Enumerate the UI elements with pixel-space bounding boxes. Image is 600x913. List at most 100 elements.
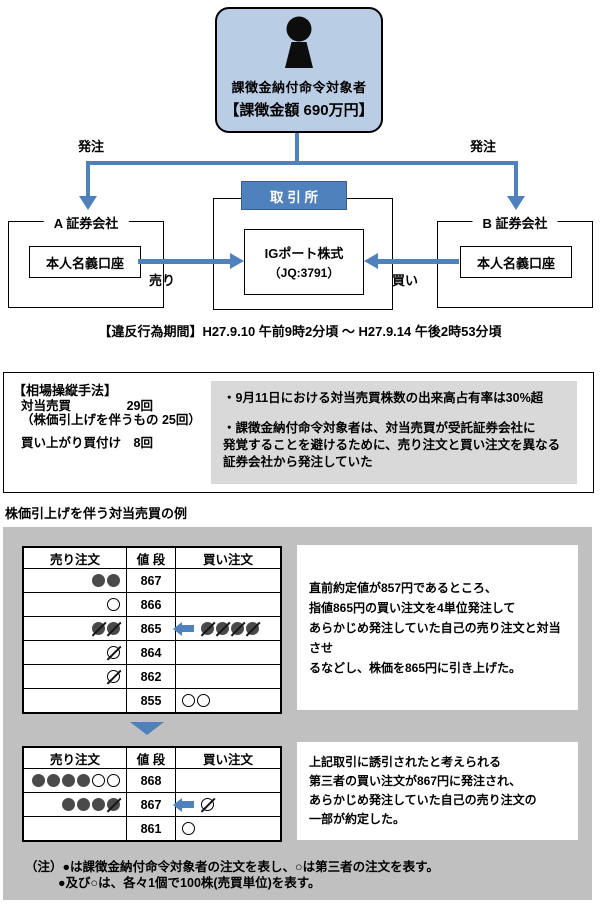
filled-order-icon xyxy=(32,774,45,787)
open-order-icon xyxy=(182,822,195,835)
order-book-header-cell: 値 段 xyxy=(126,748,176,768)
order-book-row: 867 xyxy=(24,568,280,592)
filled-order-icon xyxy=(77,774,90,787)
buy-orders-cell xyxy=(176,793,280,816)
method-title: 【相場操縦手法】 xyxy=(13,383,118,398)
order-book-header-row: 売り注文値 段買い注文 xyxy=(24,748,280,768)
method-notes-panel: ・9月11日における対当売買株数の出来高占有率は30%超 ・課徴金納付命令対象者… xyxy=(211,381,577,484)
buy-label: 買い xyxy=(392,273,419,288)
filled-slash-order-icon xyxy=(245,621,260,636)
broker-a-label: A 証券会社 xyxy=(43,213,129,232)
buy-orders-cell xyxy=(176,665,280,688)
sell-orders-cell xyxy=(24,641,126,664)
sell-orders-cell xyxy=(24,817,126,840)
buy-orders-cell xyxy=(176,593,280,616)
price-cell: 855 xyxy=(126,689,176,712)
sell-orders-cell xyxy=(24,665,126,688)
connector-vertical-top xyxy=(295,133,299,162)
filled-slash-order-icon xyxy=(215,621,230,636)
sell-label: 売り xyxy=(149,273,176,288)
broker-a-box: A 証券会社 本人名義口座 xyxy=(8,213,164,308)
example-heading: 株価引上げを伴う対当売買の例 xyxy=(5,506,188,521)
filled-order-icon xyxy=(92,574,105,587)
example-caption-2: 上記取引に誘引されたと考えられる 第三者の買い注文が867円に発注され、 あらか… xyxy=(297,742,578,840)
open-order-icon xyxy=(107,774,120,787)
sell-orders-cell xyxy=(24,689,126,712)
order-book-header-cell: 買い注文 xyxy=(176,548,280,568)
order-book-header-cell: 買い注文 xyxy=(176,748,280,768)
person-icon xyxy=(285,16,313,68)
sell-orders-cell xyxy=(24,769,126,792)
open-slash-order-icon xyxy=(200,797,215,812)
order-book-row: 862 xyxy=(24,664,280,688)
order-book-header-cell: 売り注文 xyxy=(24,548,126,568)
order-book-row: 855 xyxy=(24,688,280,712)
filled-order-icon xyxy=(77,798,90,811)
open-order-icon xyxy=(107,598,120,611)
violation-period: 【違反行為期間】H27.9.10 午前9時2分頃 ～ H27.9.14 午後2時… xyxy=(98,324,502,339)
method-note-1: ・9月11日における対当売買株数の出来高占有率は30%超 xyxy=(223,391,544,405)
sell-arrow xyxy=(138,259,231,264)
buy-orders-cell xyxy=(176,817,280,840)
example-caption-1: 直前約定値が857円であるところ、 指値865円の買い注文を4単位発注して あら… xyxy=(297,545,578,710)
buy-orders-cell xyxy=(176,569,280,592)
buy-orders-cell xyxy=(176,641,280,664)
order-book-row: 867 xyxy=(24,792,280,816)
sell-arrow-head-icon xyxy=(230,253,244,269)
price-cell: 866 xyxy=(126,593,176,616)
sell-orders-cell xyxy=(24,793,126,816)
stock-box: IGポート株式 （JQ:3791） xyxy=(244,229,364,295)
sell-orders-cell xyxy=(24,593,126,616)
method-note-2: ・課徴金納付命令対象者は、対当売買が受託証券会社に 発覚することを避けるために、… xyxy=(223,421,561,469)
broker-b-account-box: 本人名義口座 xyxy=(460,246,572,278)
order-book-row: 866 xyxy=(24,592,280,616)
buy-orders-cell xyxy=(176,769,280,792)
filled-slash-order-icon xyxy=(230,621,245,636)
price-cell: 867 xyxy=(126,793,176,816)
method-row3-count: 8回 xyxy=(133,436,153,450)
open-slash-order-icon xyxy=(106,645,121,660)
method-row1-label: 対当売買 xyxy=(21,399,72,413)
method-stats: 対当売買 29回 （株価引上げを伴うもの 25回） 買い上がり買付け 8回 xyxy=(21,399,201,450)
connector-vertical-left xyxy=(86,163,90,197)
buy-orders-cell xyxy=(176,617,280,640)
order-label-left: 発注 xyxy=(78,139,105,154)
method-row1-count: 29回 xyxy=(126,399,153,413)
stock-code: （JQ:3791） xyxy=(268,266,340,280)
filled-slash-order-icon xyxy=(106,797,121,812)
order-book-row: 865 xyxy=(24,616,280,640)
penalty-amount: 【課徴金額 690万円】 xyxy=(224,102,374,119)
buy-arrow-head-icon xyxy=(364,253,378,269)
broker-b-label: B 証券会社 xyxy=(472,213,558,232)
arrow-down-left-icon xyxy=(79,196,97,210)
filled-order-icon xyxy=(62,774,75,787)
stock-name: IGポート株式 xyxy=(264,246,344,261)
connector-vertical-right xyxy=(514,163,518,197)
price-cell: 861 xyxy=(126,817,176,840)
order-book-row: 864 xyxy=(24,640,280,664)
open-order-icon xyxy=(197,694,210,707)
method-box: 【相場操縦手法】 対当売買 29回 （株価引上げを伴うもの 25回） 買い上がり… xyxy=(3,372,594,493)
buy-arrow xyxy=(378,259,459,264)
order-book-row: 868 xyxy=(24,768,280,792)
order-book-header-cell: 売り注文 xyxy=(24,748,126,768)
order-book-row: 861 xyxy=(24,816,280,840)
sell-orders-cell xyxy=(24,617,126,640)
execution-arrow-left-icon xyxy=(182,801,194,808)
order-book-header-cell: 値 段 xyxy=(126,548,176,568)
open-order-icon xyxy=(182,694,195,707)
price-cell: 867 xyxy=(126,569,176,592)
price-cell: 862 xyxy=(126,665,176,688)
execution-arrow-left-icon xyxy=(182,625,194,632)
method-row-matched-trades: 対当売買 29回 xyxy=(21,399,153,413)
price-cell: 864 xyxy=(126,641,176,664)
open-slash-order-icon xyxy=(106,669,121,684)
method-row2: （株価引上げを伴うもの 25回） xyxy=(21,413,201,427)
exchange-label: 取 引 所 xyxy=(241,181,347,210)
order-label-right: 発注 xyxy=(470,139,497,154)
broker-a-account-box: 本人名義口座 xyxy=(29,246,141,278)
filled-slash-order-icon xyxy=(200,621,215,636)
